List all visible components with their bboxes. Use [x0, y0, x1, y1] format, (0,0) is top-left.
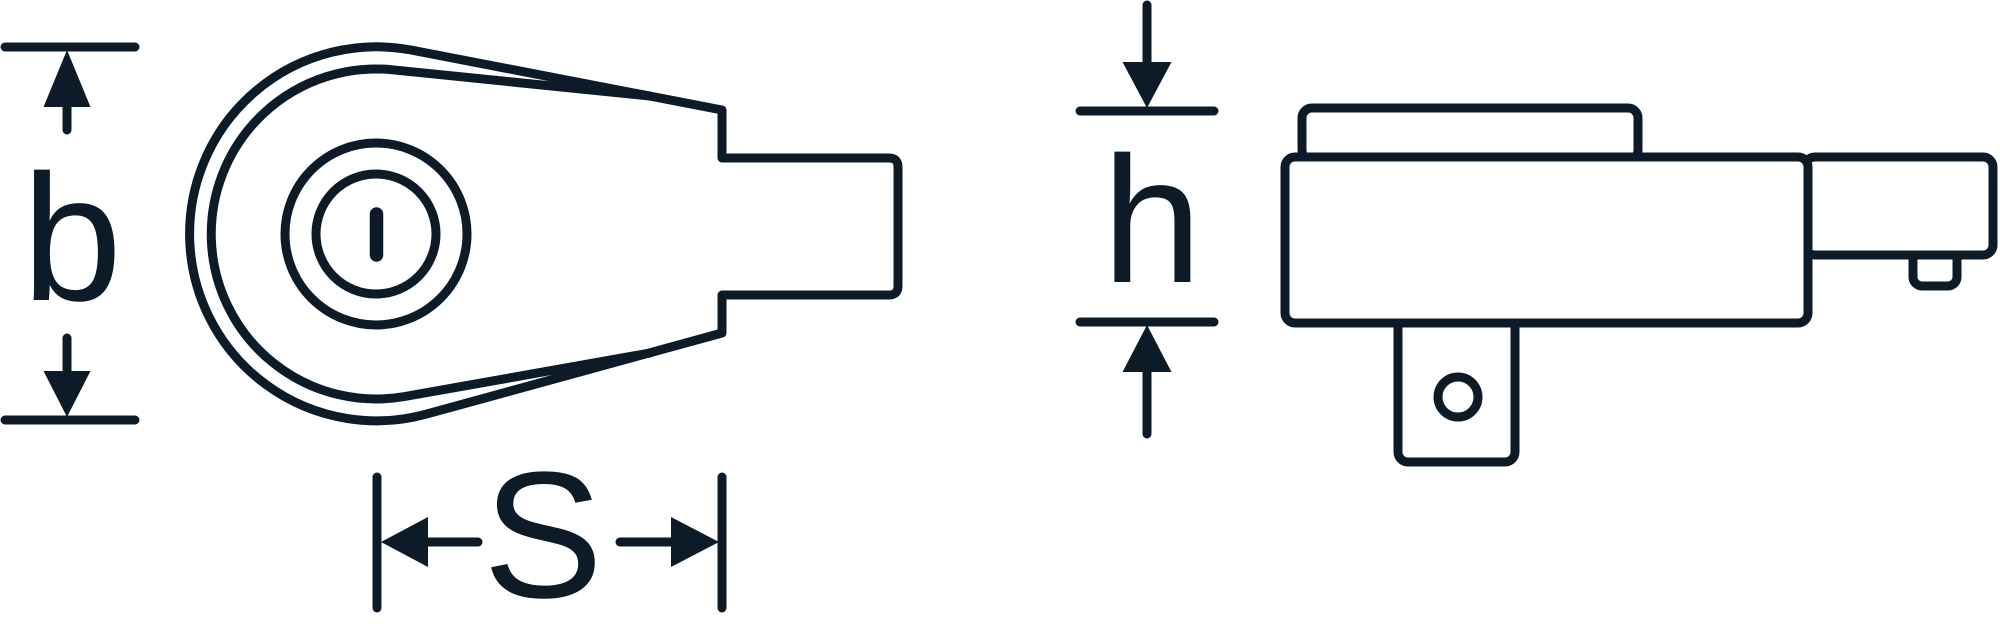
- arrow-left-icon: [381, 517, 483, 567]
- arrow-up-head: [1122, 325, 1172, 372]
- dimension-s-label: S: [483, 435, 603, 636]
- arrow-right-head: [671, 517, 719, 567]
- arrow-down-icon: [1122, 0, 1172, 108]
- arrow-left-head: [381, 517, 428, 567]
- arrow-right-icon: [615, 517, 719, 567]
- side-view-square-drive: [1393, 311, 1520, 467]
- arrow-up-head: [43, 50, 91, 107]
- dimension-b-label: b: [22, 138, 122, 339]
- dimension-h-label: h: [1102, 120, 1202, 321]
- gear-ring-circle: [280, 138, 472, 330]
- ratchet-top-view: [185, 42, 903, 426]
- drive-ring-circle: [311, 169, 441, 299]
- arrow-up-icon: [43, 50, 91, 135]
- arrow-up-icon: [1122, 325, 1172, 439]
- top-view-outline: [185, 42, 903, 426]
- dimension-b: b: [0, 42, 140, 425]
- side-view-body: [1280, 152, 1813, 328]
- top-view-inner-contour: [206, 64, 655, 404]
- side-view-insert-tang: [1800, 152, 1998, 260]
- ratchet-side-view: [1280, 103, 1998, 467]
- dimension-S: S: [372, 435, 727, 636]
- arrow-down-icon: [43, 333, 91, 417]
- arrow-down-head: [1122, 62, 1172, 108]
- side-view-drive-hole: [1433, 372, 1483, 422]
- side-view-top-plate: [1297, 103, 1643, 165]
- arrow-down-head: [43, 371, 91, 417]
- dimension-h: h: [1075, 0, 1219, 439]
